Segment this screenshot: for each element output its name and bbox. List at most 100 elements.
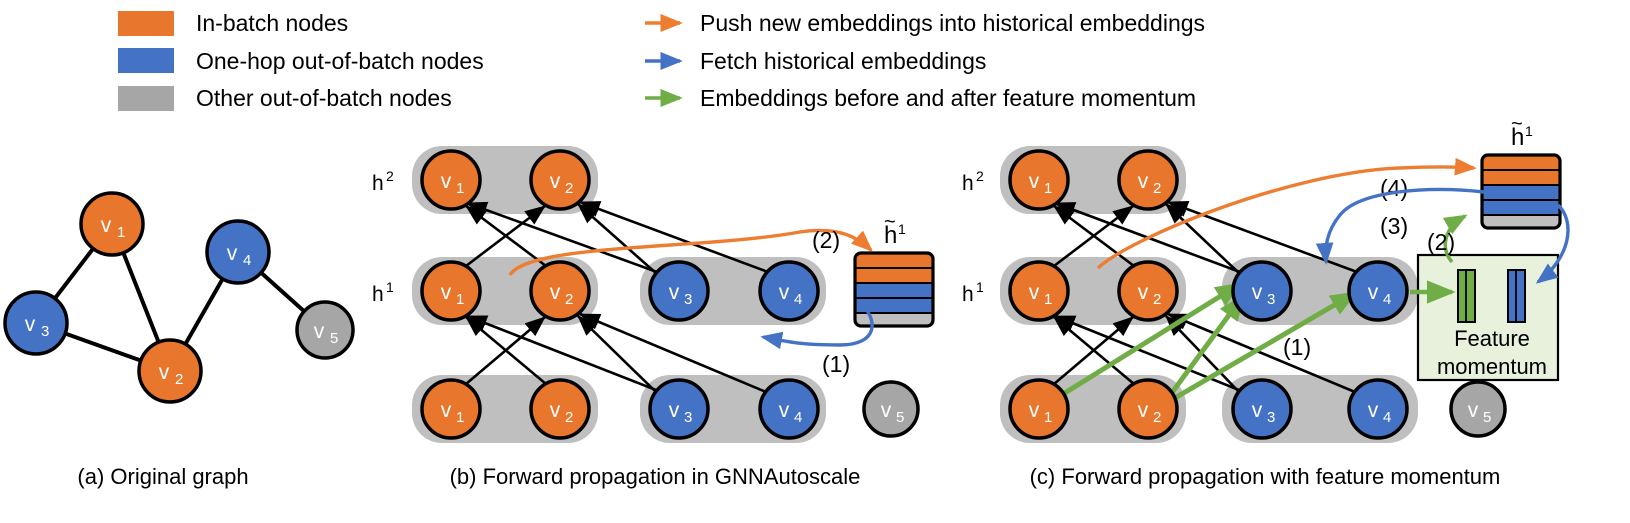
panel-a-caption: (a) Original graph bbox=[77, 464, 248, 489]
panel-b-memory-label: h 1 ~ bbox=[884, 211, 906, 249]
panel-b-edge-2 bbox=[466, 314, 657, 392]
panel-c-momentum-0 bbox=[1058, 281, 1243, 399]
node-a-v3[interactable]: v 3 bbox=[3, 290, 69, 356]
panel-b-step-2: (2) bbox=[812, 227, 840, 253]
node-c-h0-v3[interactable]: v 3 bbox=[1231, 378, 1293, 440]
node-b-h0-v3[interactable]: v 3 bbox=[648, 378, 710, 440]
node-b-h1-v4[interactable]: v 4 bbox=[758, 260, 820, 322]
node-b-h1-v2[interactable]: v 2 bbox=[529, 260, 591, 322]
legend-label-momentum: Embeddings before and after feature mome… bbox=[700, 85, 1196, 111]
panel-b-mem-row-4 bbox=[855, 313, 933, 326]
node-a-v1-label: v bbox=[101, 214, 112, 237]
node-c-h2-v2[interactable]: v 2 bbox=[1117, 149, 1179, 211]
panel-c-fetch-arrow bbox=[1315, 187, 1485, 265]
panel-b-edge-7 bbox=[466, 201, 658, 274]
panel-c-feature-momentum-box[interactable]: Feature momentum bbox=[1416, 253, 1560, 382]
node-b-h0-v4[interactable]: v 4 bbox=[758, 378, 820, 440]
node-b-h0-v1-label: v bbox=[441, 399, 452, 422]
node-a-v1[interactable]: v 1 bbox=[79, 191, 145, 257]
node-b-h0-v4-label: v bbox=[779, 399, 790, 422]
node-c-h0-v2-label: v bbox=[1138, 399, 1149, 422]
node-c-h0-v1[interactable]: v 1 bbox=[1008, 378, 1070, 440]
legend: In-batch nodes One-hop out-of-batch node… bbox=[118, 10, 1205, 111]
node-c-h1-v3[interactable]: v 3 bbox=[1231, 260, 1293, 322]
node-c-h2-v2-label: v bbox=[1138, 170, 1149, 193]
node-c-h0-v3-label: v bbox=[1252, 399, 1263, 422]
node-b-h0-v1-sub: 1 bbox=[456, 409, 464, 426]
node-b-v5-label: v bbox=[881, 399, 892, 422]
panel-c-memory-to-fm-arrow bbox=[1535, 203, 1570, 284]
node-b-h2-v2[interactable]: v 2 bbox=[529, 149, 591, 211]
panel-c-layer-label-h2: h 2 bbox=[962, 168, 984, 195]
node-b-h2-v1[interactable]: v 1 bbox=[420, 149, 482, 211]
node-c-h1-v4[interactable]: v 4 bbox=[1347, 260, 1409, 322]
node-c-v5-label: v bbox=[1468, 399, 1479, 422]
panel-c-mem-base: h bbox=[1511, 124, 1524, 151]
panel-b-edge-8 bbox=[577, 203, 658, 275]
legend-label-fetch: Fetch historical embeddings bbox=[700, 48, 986, 74]
node-c-h1-v3-sub: 3 bbox=[1267, 291, 1275, 308]
node-b-h0-v2[interactable]: v 2 bbox=[529, 378, 591, 440]
node-b-h1-v1[interactable]: v 1 bbox=[420, 260, 482, 322]
panel-c-mem-tilde: ~ bbox=[1511, 113, 1523, 135]
node-b-h1-v2-label: v bbox=[550, 281, 561, 304]
panel-c-step-1: (1) bbox=[1283, 334, 1311, 360]
node-c-h0-v4[interactable]: v 4 bbox=[1347, 378, 1409, 440]
panel-b-step-1: (1) bbox=[822, 351, 850, 377]
panel-b-caption: (b) Forward propagation in GNNAutoscale bbox=[450, 464, 861, 489]
node-a-v4-sub: 4 bbox=[243, 252, 251, 269]
node-a-v3-label: v bbox=[25, 313, 36, 336]
node-a-v3-sub: 3 bbox=[41, 323, 49, 340]
panel-c-push-arrow bbox=[1096, 157, 1477, 270]
node-b-h2-v2-label: v bbox=[550, 170, 561, 193]
node-c-h2-v1[interactable]: v 1 bbox=[1008, 149, 1070, 211]
node-a-v5[interactable]: v 5 bbox=[295, 300, 355, 360]
node-a-v4-label: v bbox=[227, 242, 238, 265]
node-c-h1-v2[interactable]: v 2 bbox=[1117, 260, 1179, 322]
panel-b-mem-row-2 bbox=[855, 283, 933, 298]
panel-c-fm-line1: Feature bbox=[1454, 326, 1530, 351]
legend-label-one-hop: One-hop out-of-batch nodes bbox=[196, 48, 484, 74]
panel-c-memory-stack[interactable] bbox=[1480, 153, 1562, 230]
node-c-h0-v2[interactable]: v 2 bbox=[1117, 378, 1179, 440]
panel-b-message-edges bbox=[465, 200, 769, 394]
legend-label-push: Push new embeddings into historical embe… bbox=[700, 10, 1205, 36]
node-c-h2-v1-sub: 1 bbox=[1044, 180, 1052, 197]
panel-c-h2-sup: 2 bbox=[976, 168, 984, 184]
legend-swatch-other bbox=[118, 86, 174, 111]
panel-b-mem-base: h bbox=[884, 222, 897, 249]
node-c-h1-v1[interactable]: v 1 bbox=[1008, 260, 1070, 322]
node-c-h2-v2-sub: 2 bbox=[1153, 180, 1161, 197]
node-c-h2-v1-label: v bbox=[1029, 170, 1040, 193]
panel-b-memory-stack[interactable] bbox=[853, 251, 935, 328]
panel-b-mem-sup: 1 bbox=[898, 221, 906, 237]
node-b-h0-v1[interactable]: v 1 bbox=[420, 378, 482, 440]
legend-label-other: Other out-of-batch nodes bbox=[196, 85, 452, 111]
panel-b-mem-row-3 bbox=[855, 298, 933, 313]
panel-c-mem-sup: 1 bbox=[1525, 123, 1533, 139]
node-b-h2-v1-sub: 1 bbox=[456, 180, 464, 197]
panel-c-momentum-2 bbox=[1166, 290, 1358, 405]
node-c-h0-v4-sub: 4 bbox=[1383, 409, 1391, 426]
panel-c-mem-row-1 bbox=[1482, 170, 1560, 185]
panel-b-layer-label-h2: h 2 bbox=[372, 168, 394, 195]
panel-b-mem-row-0 bbox=[855, 253, 933, 268]
panel-b-fetch-arrow bbox=[760, 298, 874, 350]
node-b-h1-v3[interactable]: v 3 bbox=[648, 260, 710, 322]
node-b-h0-v4-sub: 4 bbox=[794, 409, 802, 426]
node-a-v4[interactable]: v 4 bbox=[205, 219, 271, 285]
legend-swatch-one-hop bbox=[118, 48, 174, 73]
node-b-v5[interactable]: v 5 bbox=[862, 380, 920, 438]
panel-c-step-2: (2) bbox=[1427, 229, 1455, 255]
node-a-v5-label: v bbox=[314, 320, 325, 343]
node-a-v2[interactable]: v 2 bbox=[137, 338, 203, 404]
panel-c-momentum-to-memory-arrow bbox=[1442, 214, 1468, 264]
node-c-v5[interactable]: v 5 bbox=[1449, 380, 1507, 438]
node-b-h1-v1-label: v bbox=[441, 281, 452, 304]
node-c-h1-v1-sub: 1 bbox=[1044, 291, 1052, 308]
panel-b-push-arrow bbox=[508, 228, 873, 277]
legend-label-in-batch: In-batch nodes bbox=[196, 10, 348, 36]
legend-swatch-in-batch bbox=[118, 11, 174, 36]
panel-c-h2-base: h bbox=[962, 172, 974, 195]
